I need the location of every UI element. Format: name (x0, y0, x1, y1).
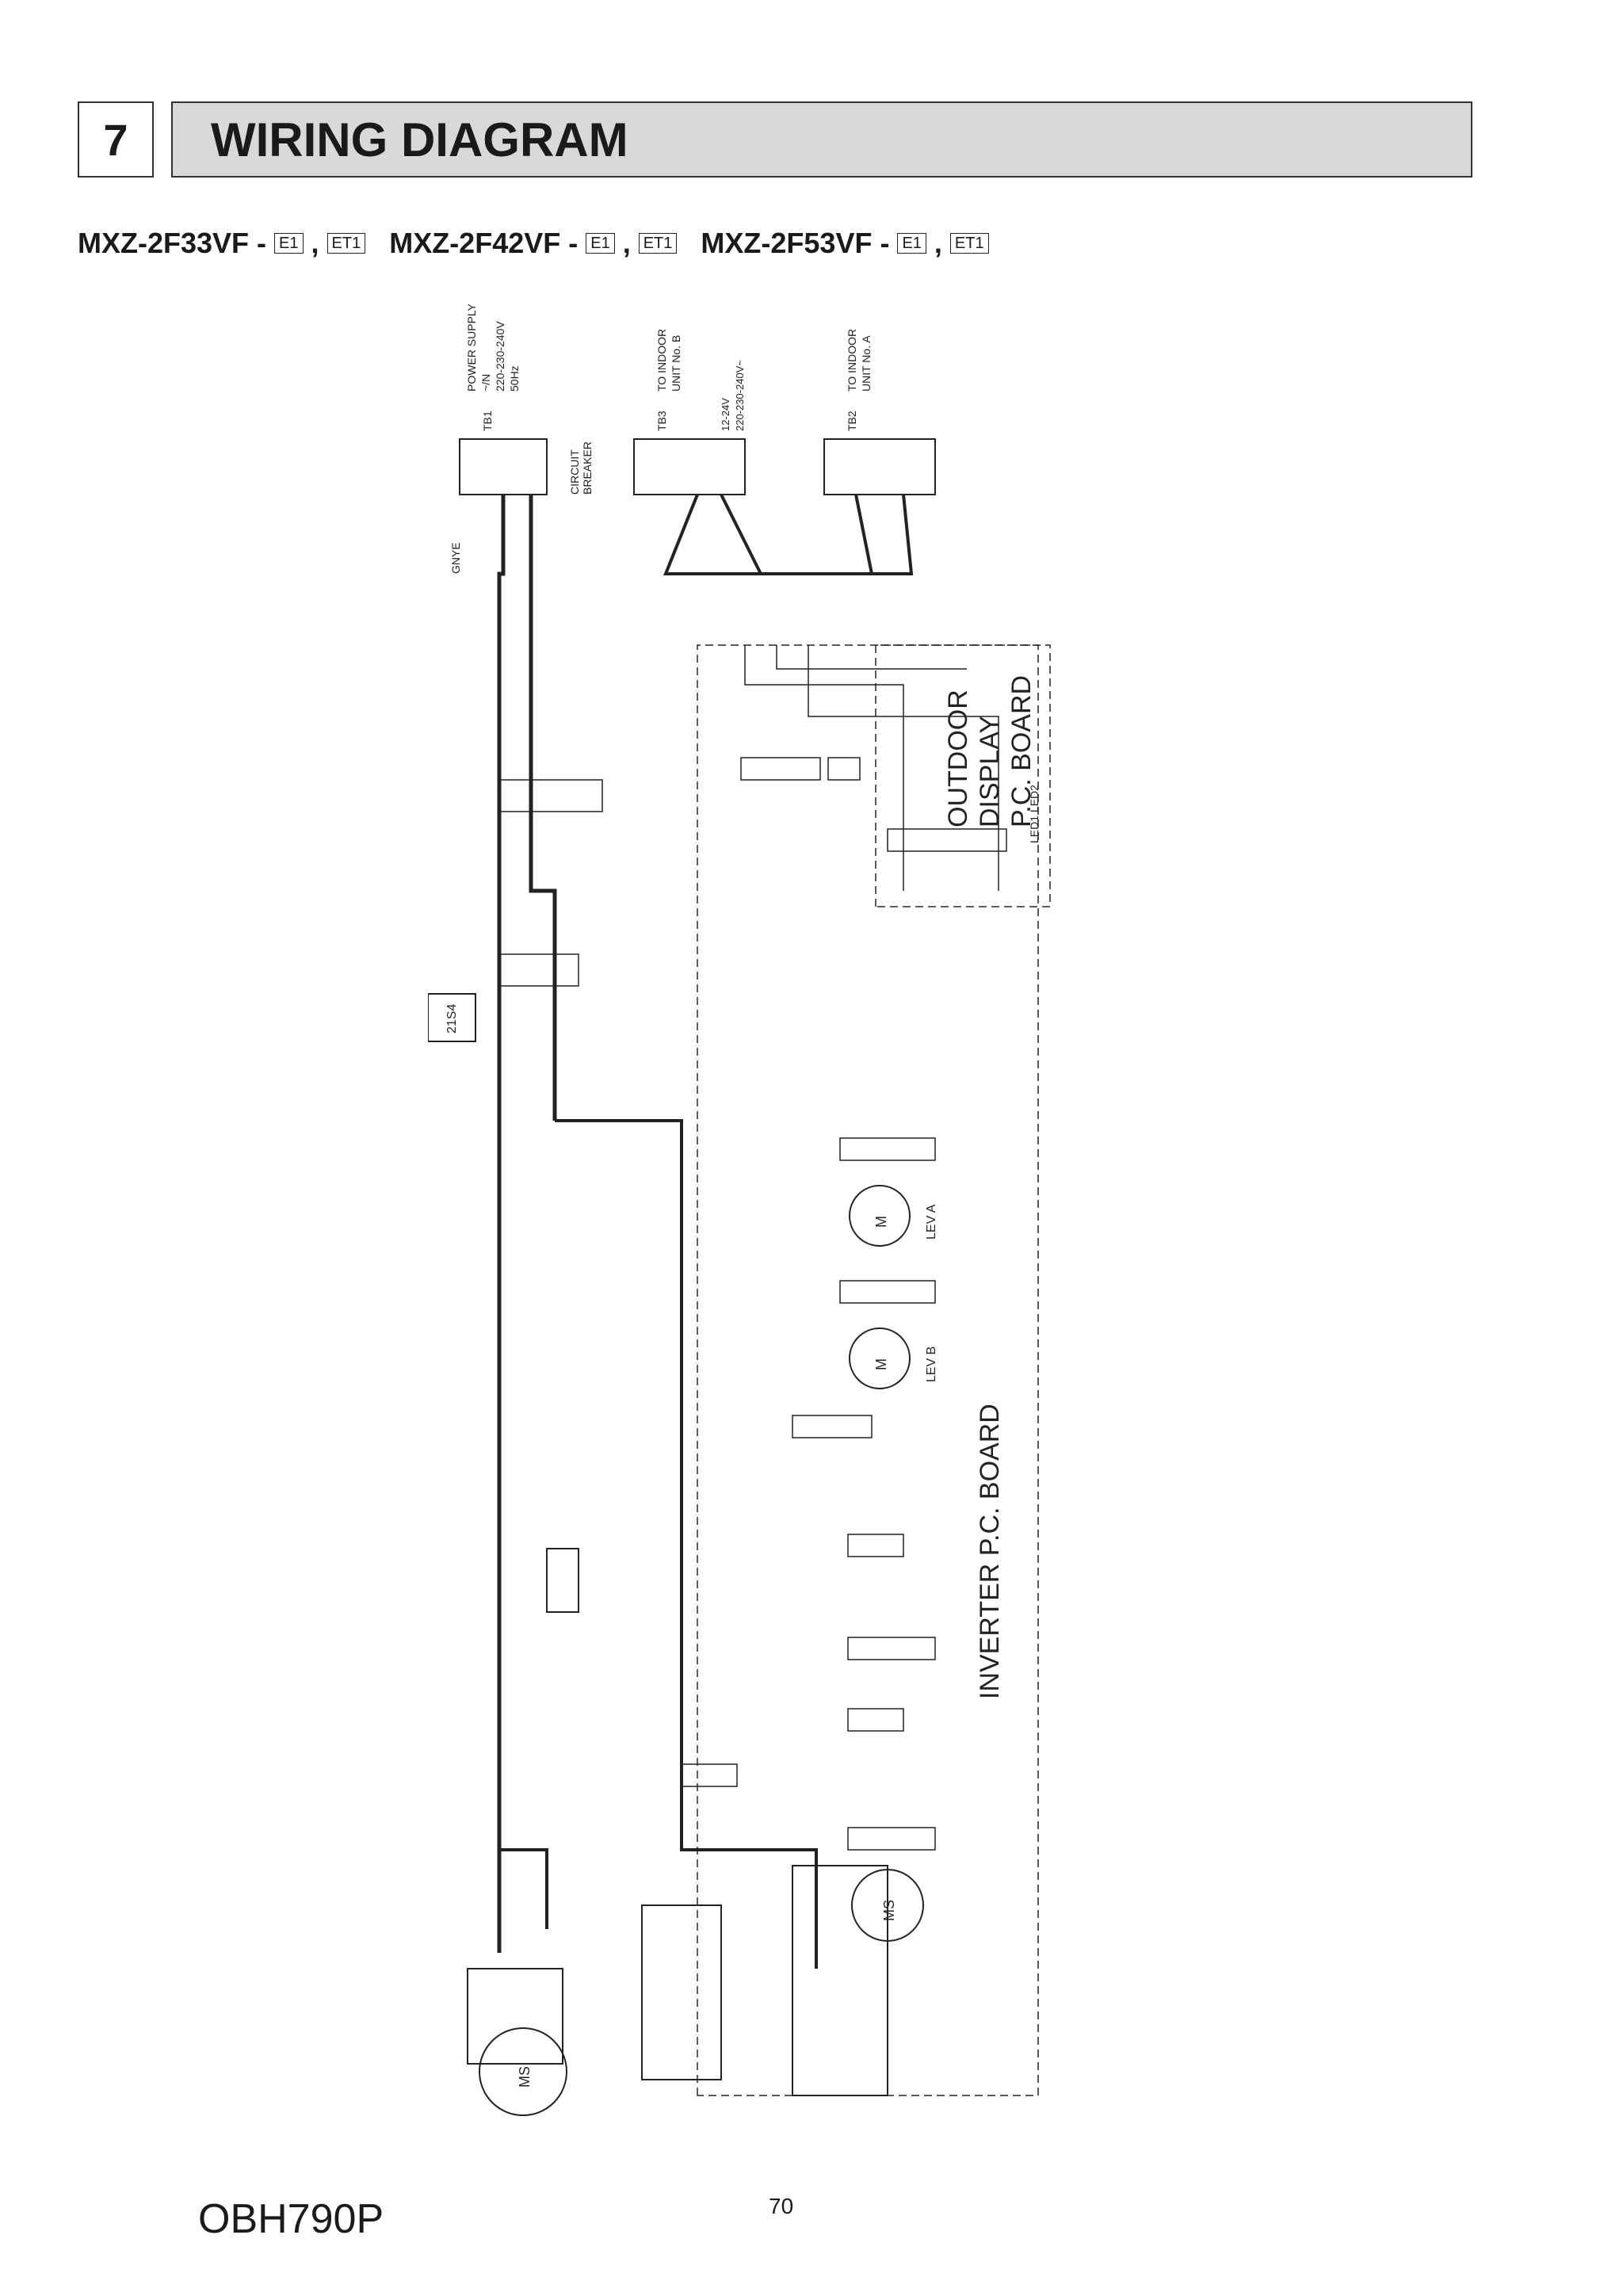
model-tag: E1 (897, 233, 926, 254)
cn725-connector (839, 1280, 936, 1304)
tb3-block (633, 438, 746, 495)
cn644-connector (847, 1534, 904, 1557)
page-number: 70 (769, 2194, 794, 2218)
cn724-connector (839, 1137, 936, 1161)
ic932-module (641, 1904, 722, 2080)
lev-b-motor (849, 1328, 911, 1389)
lev-a-label: LEV A (925, 1204, 938, 1240)
cn601-connector (740, 757, 821, 781)
display-board-outline (875, 644, 1051, 907)
inverter-board-outline (697, 644, 1039, 2096)
inverter-board-label: INVERTER P.C. BOARD (975, 1404, 1005, 1699)
wire-main-bus (555, 1119, 818, 1969)
model-item: MXZ-2F42VF - E1, ET1 (389, 227, 678, 260)
model-tag: ET1 (327, 233, 366, 254)
power-v-label: 220-230-240V (494, 321, 506, 392)
tb3-label: TB3 (655, 411, 668, 431)
wiring-svg: OUTDOOR DISPLAY P.C. BOARD INVERTER P.C.… (427, 303, 1051, 2116)
to-indoor-b-label: TO INDOOR (655, 329, 668, 392)
tb1-label: TB1 (481, 411, 494, 431)
fan-motor-label: MS (881, 1900, 897, 1921)
tb1-block (459, 438, 548, 495)
model-tag: ET1 (949, 233, 989, 254)
to-indoor-a-label: TO INDOOR (846, 329, 858, 392)
outdoor-display-label: DISPLAY (975, 716, 1005, 827)
model-name: MXZ-2F53VF - (701, 227, 890, 259)
s21s4-coil (427, 993, 476, 1042)
lev-b-label: LEV B (925, 1347, 938, 1382)
dc-label: 12-24V (720, 398, 731, 431)
model-name: MXZ-2F42VF - (389, 227, 579, 259)
ic700-module (792, 1865, 888, 2096)
db61-module (467, 1968, 563, 2065)
ac-label: 220-230-240V~ (734, 360, 746, 431)
model-name: MXZ-2F33VF - (78, 227, 267, 259)
wiring-diagram: OUTDOOR DISPLAY P.C. BOARD INVERTER P.C.… (427, 303, 1141, 2127)
unit-a-label: UNIT No. A (860, 335, 873, 392)
model-item: MXZ-2F33VF - E1, ET1 (78, 227, 366, 260)
model-list: MXZ-2F33VF - E1, ET1 MXZ-2F42VF - E1, ET… (78, 227, 989, 260)
cn721-connector (498, 953, 579, 987)
wire-signal-1 (744, 645, 904, 891)
cn935-connector (792, 1415, 873, 1438)
unit-b-label: UNIT No. B (670, 335, 682, 392)
wiring-diagram-rotated: OUTDOOR DISPLAY P.C. BOARD INVERTER P.C.… (427, 303, 1141, 2127)
ic802-module (546, 1548, 579, 1613)
model-tag: E1 (586, 233, 615, 254)
s21s4-label: 21S4 (445, 1004, 459, 1033)
compressor-motor-label: MS (517, 2066, 533, 2088)
led-label: LED1 LED2 (1028, 785, 1041, 843)
outdoor-display-label: OUTDOOR (943, 690, 973, 827)
breaker-label: BREAKER (581, 441, 594, 495)
cn722-connector (498, 779, 603, 812)
model-item: MXZ-2F53VF - E1, ET1 (701, 227, 989, 260)
model-tag: E1 (274, 233, 304, 254)
cn936-connector (887, 828, 1007, 852)
cn643-connector (847, 1708, 904, 1732)
compressor-motor (479, 2027, 567, 2116)
cn641-connector (847, 1637, 936, 1660)
outdoor-display-label: P.C. BOARD (1006, 675, 1037, 827)
wire-signal-2 (776, 645, 967, 670)
lev-b-motor-label: M (873, 1358, 889, 1370)
wire-dc-bus (499, 1848, 548, 1929)
circuit-label: CIRCUIT (568, 449, 581, 495)
cn602-connector (827, 757, 861, 781)
cn931-connector (847, 1827, 936, 1851)
power-hz-label: 50Hz (508, 365, 521, 392)
section-number: 7 (78, 101, 154, 178)
gnye-label: GNYE (449, 542, 462, 574)
lev-a-motor (849, 1185, 911, 1247)
model-tag: ET1 (638, 233, 678, 254)
section-title: WIRING DIAGRAM (171, 101, 1472, 178)
footer-code: OBH790P (198, 2196, 384, 2242)
power-n-label: ~/N (479, 374, 492, 392)
power-supply-label: POWER SUPPLY (465, 304, 478, 392)
cn642-connector (681, 1763, 738, 1787)
wire-signal-3 (808, 645, 999, 891)
tb2-block (823, 438, 936, 495)
wire-s-link-2 (720, 494, 914, 575)
tb2-label: TB2 (846, 411, 858, 431)
lev-a-motor-label: M (873, 1216, 889, 1228)
wire-s-link (663, 494, 874, 575)
wire-power-l (529, 495, 557, 1121)
wire-power-n (497, 495, 506, 1953)
